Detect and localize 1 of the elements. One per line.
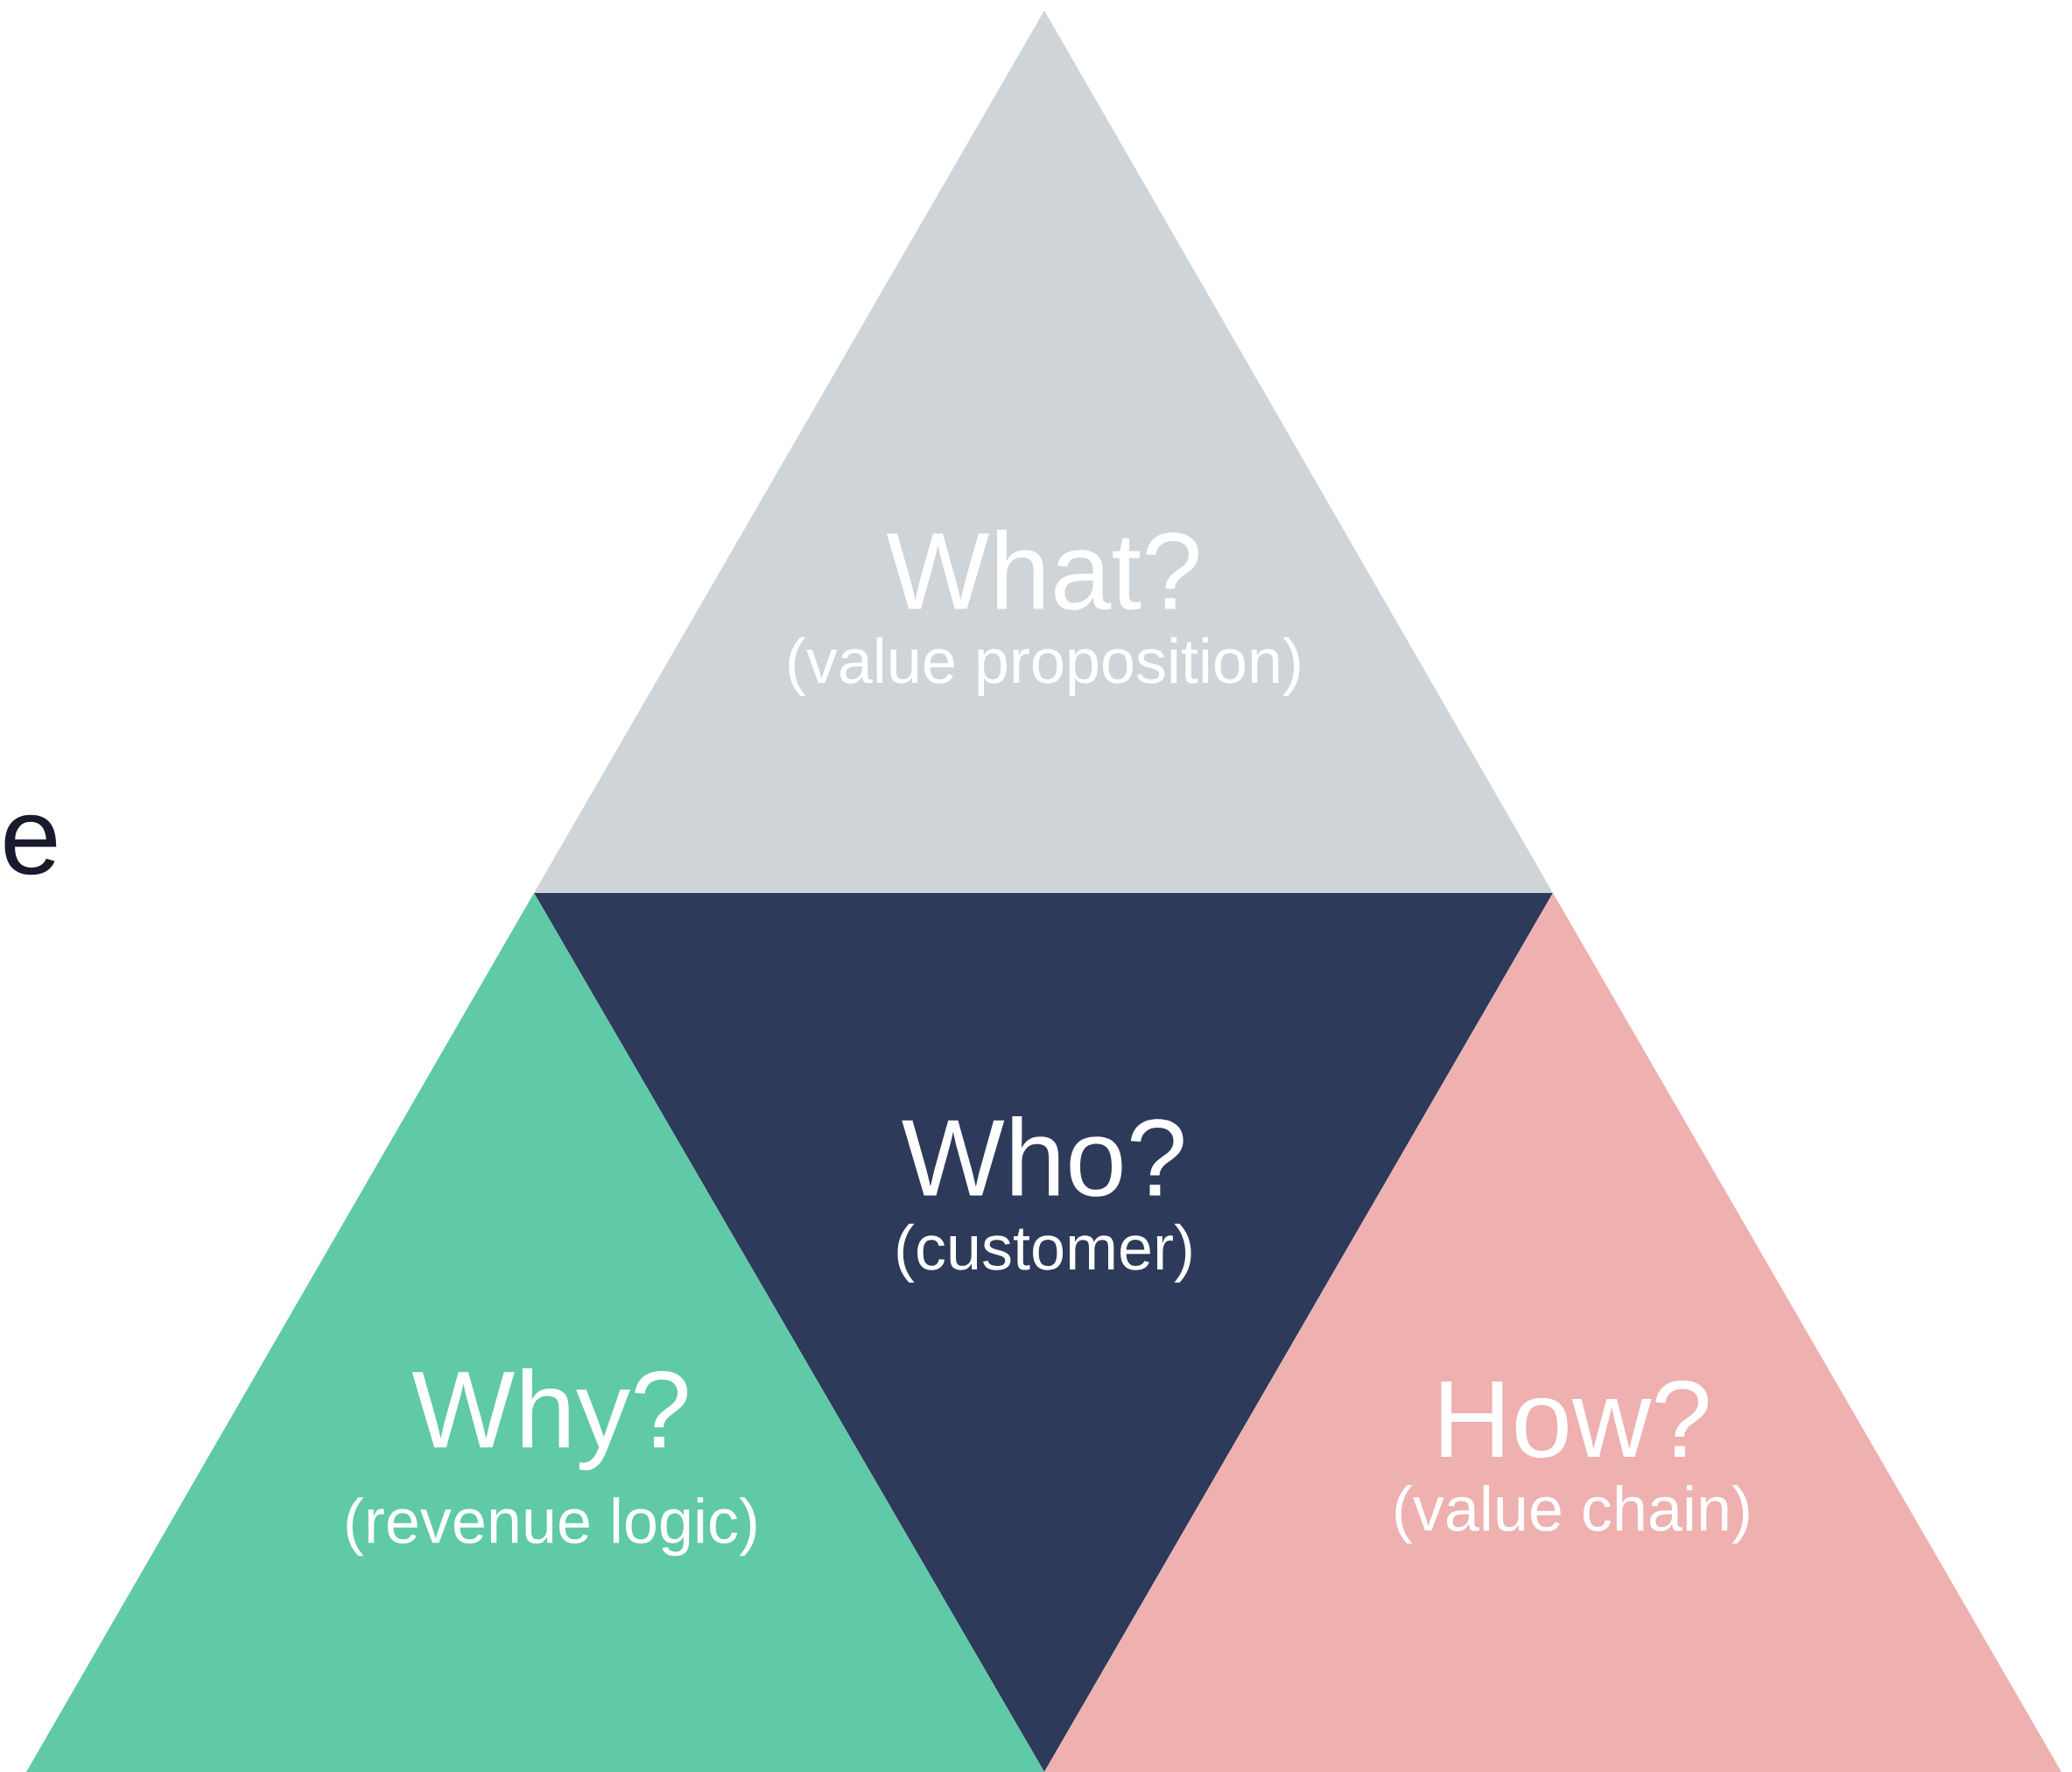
heading-fragment: e: [4, 814, 57, 875]
